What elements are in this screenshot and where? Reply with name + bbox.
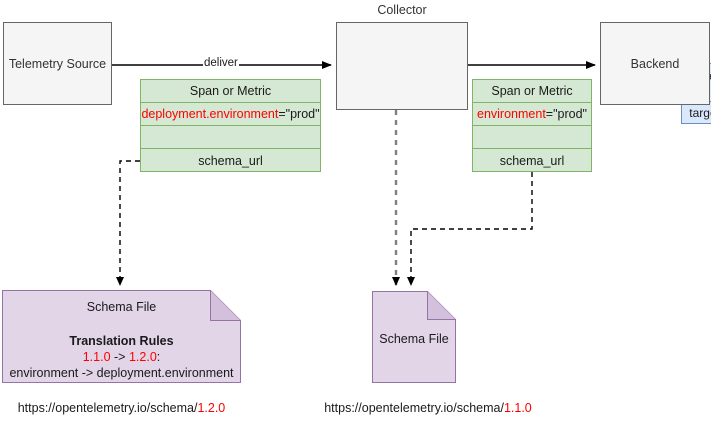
edge-right-payload-to-schema-file bbox=[407, 172, 533, 286]
schema-file-left-rules: Translation Rules 1.1.0 -> 1.2.0: enviro… bbox=[2, 333, 241, 381]
node-backend[interactable]: Backend bbox=[600, 22, 710, 105]
schema-file-center-caption: https://opentelemetry.io/schema/1.1.0 bbox=[313, 401, 543, 415]
backend-label: Backend bbox=[630, 56, 680, 71]
payload-left-attribute-key: deployment.environment bbox=[141, 107, 279, 121]
payload-right-attribute-value: ="prod" bbox=[545, 107, 587, 121]
schema-file-center-shape bbox=[372, 291, 456, 383]
schema-file-left-shape bbox=[2, 290, 241, 383]
schema-file-center-caption-base: https://opentelemetry.io/schema/ bbox=[324, 401, 504, 415]
schema-file-left-title: Schema File bbox=[86, 300, 157, 314]
schema-file-left-caption-base: https://opentelemetry.io/schema/ bbox=[17, 401, 198, 415]
collector-title: Collector bbox=[377, 3, 427, 17]
payload-left-empty-row bbox=[141, 126, 320, 149]
rules-version-line: 1.1.0 -> 1.2.0: bbox=[2, 349, 241, 365]
payload-left-title: Span or Metric bbox=[141, 80, 320, 103]
schema-file-left-caption-version: 1.2.0 bbox=[197, 401, 226, 415]
rules-heading: Translation Rules bbox=[69, 334, 174, 348]
payload-right-attribute: environment="prod" bbox=[473, 103, 591, 126]
payload-right[interactable]: Span or Metric environment="prod" schema… bbox=[472, 79, 592, 172]
processor-target-schema-url: target_schema_url bbox=[689, 106, 711, 120]
edge-left-payload-to-schema-file bbox=[116, 160, 140, 286]
rules-version-from: 1.1.0 bbox=[82, 350, 111, 364]
payload-right-schema-url: schema_url bbox=[499, 153, 565, 168]
edge-label-deliver: deliver bbox=[203, 57, 239, 69]
rules-version-to: 1.2.0 bbox=[128, 350, 157, 364]
telemetry-source-label: Telemetry Source bbox=[8, 56, 107, 71]
schema-file-center-caption-version: 1.1.0 bbox=[503, 401, 532, 415]
payload-right-attribute-key: environment bbox=[477, 107, 546, 121]
schema-file-left-caption: https://opentelemetry.io/schema/1.2.0 bbox=[2, 401, 241, 415]
schema-file-center[interactable]: Schema File bbox=[372, 291, 456, 383]
schema-file-left[interactable]: Schema File Translation Rules 1.1.0 -> 1… bbox=[2, 290, 241, 383]
payload-left-attribute: deployment.environment="prod" bbox=[141, 103, 320, 126]
payload-right-empty-row bbox=[473, 126, 591, 149]
schema-file-center-title: Schema File bbox=[379, 332, 449, 346]
payload-left[interactable]: Span or Metric deployment.environment="p… bbox=[140, 79, 321, 172]
rules-arrow: -> bbox=[110, 350, 129, 364]
rules-colon: : bbox=[156, 350, 161, 364]
rules-mapping: environment -> deployment.environment bbox=[9, 366, 234, 380]
payload-left-attribute-value: ="prod" bbox=[278, 107, 320, 121]
payload-right-title: Span or Metric bbox=[473, 80, 591, 103]
node-telemetry-source[interactable]: Telemetry Source bbox=[3, 22, 112, 105]
node-collector[interactable]: Schema Transform Processor target_schema… bbox=[336, 22, 711, 124]
payload-left-schema-url: schema_url bbox=[198, 153, 263, 168]
